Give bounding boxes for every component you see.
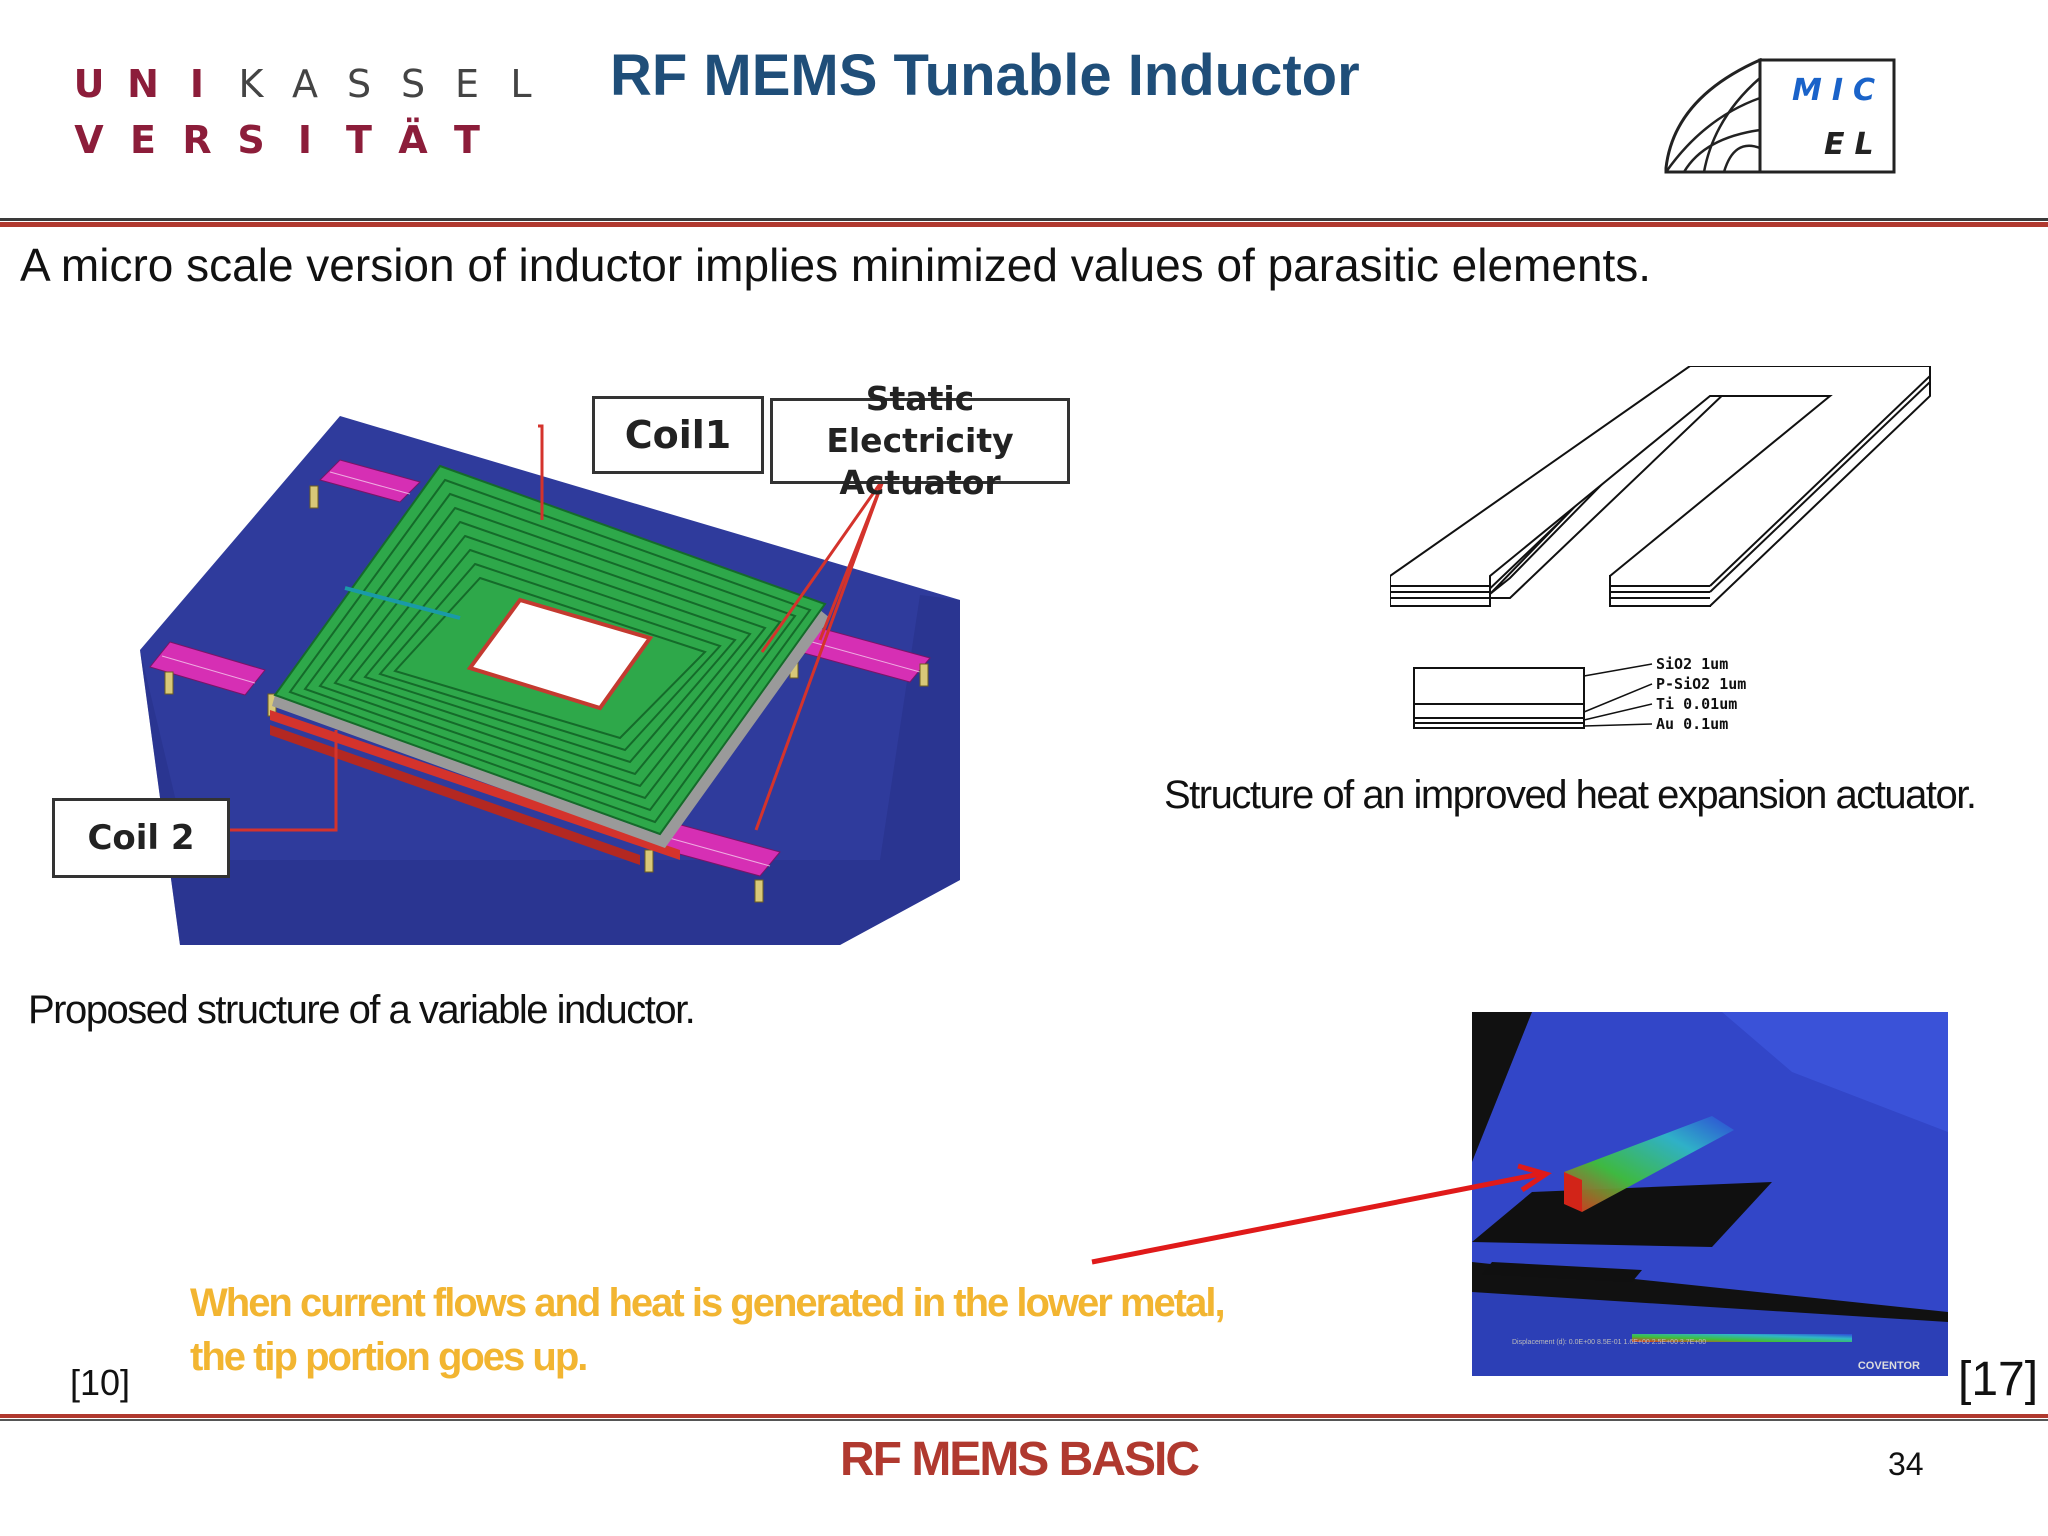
micel-logo: MIC EL: [1664, 58, 1896, 174]
figure-right-caption: Structure of an improved heat expansion …: [1164, 773, 1977, 817]
page-number: 34: [1888, 1446, 1924, 1482]
coil2-label: Coil 2: [87, 818, 195, 858]
reference-left: [10]: [70, 1362, 131, 1403]
header-divider: [0, 218, 2048, 221]
reference-right: [17]: [1958, 1353, 2039, 1406]
logo-letter: I: [297, 118, 313, 162]
logo-letter: T: [346, 118, 372, 162]
variable-inductor-illustration: [140, 416, 960, 945]
intro-text: A micro scale version of inductor implie…: [20, 239, 1652, 291]
layer-label: SiO2 1um: [1656, 655, 1728, 673]
logo-letter: Ä: [398, 118, 428, 162]
logo-letter: A: [292, 62, 318, 106]
logo-letter: I: [189, 62, 205, 106]
coil1-label: Coil1: [624, 413, 732, 457]
logo-letter: R: [182, 118, 212, 162]
footer-title: RF MEMS BASIC: [840, 1433, 1200, 1486]
thermal-simulation-image: Displacement (d): 0.0E+00 8.5E-01 1.6E+0…: [1472, 1012, 1948, 1376]
logo-letter: K: [238, 62, 264, 106]
logo-letter: E: [130, 118, 156, 162]
variable-inductor-figure: Coil1 Static Electricity Actuator Coil 2: [40, 379, 1070, 950]
actuator-label-line2: Actuator: [839, 463, 1001, 502]
micel-logo-line2: EL: [1824, 127, 1884, 162]
footer-divider-accent: [0, 1414, 2048, 1418]
simulation-scale-label: Displacement (d): 0.0E+00 8.5E-01 1.6E+0…: [1512, 1339, 1707, 1346]
footer-divider: [0, 1419, 2048, 1421]
highlight-note: When current flows and heat is generated…: [190, 1276, 1390, 1384]
logo-letter: S: [400, 62, 426, 106]
simulation-render: [1472, 1012, 1948, 1376]
logo-letter: U: [73, 62, 105, 106]
micel-logo-line1: MIC: [1792, 73, 1885, 108]
logo-letter: S: [237, 118, 265, 162]
logo-letter: T: [454, 118, 480, 162]
layer-label: Ti 0.01um: [1656, 695, 1737, 713]
slide-title: RF MEMS Tunable Inductor: [610, 43, 1360, 108]
logo-letter: E: [454, 62, 479, 106]
figure-left-caption: Proposed structure of a variable inducto…: [28, 988, 696, 1032]
layer-label: P-SiO2 1um: [1656, 675, 1746, 693]
coil2-callout: Coil 2: [52, 798, 230, 878]
actuator-callout: Static Electricity Actuator: [770, 379, 1070, 502]
logo-letter: N: [127, 62, 159, 106]
logo-letter: V: [74, 118, 104, 162]
logo-letter: S: [346, 62, 372, 106]
actuator-label-line1: Static Electricity: [826, 379, 1014, 460]
heat-actuator-figure: SiO2 1um P-SiO2 1um Ti 0.01um Au 0.1um: [1390, 366, 1931, 733]
highlight-line1: When current flows and heat is generated…: [190, 1281, 1226, 1325]
logo-letter: L: [510, 62, 532, 106]
pointer-arrow: [1091, 1163, 1552, 1265]
coil1-callout: Coil1: [592, 396, 764, 474]
header-divider-accent: [0, 222, 2048, 227]
layer-label: Au 0.1um: [1656, 715, 1728, 733]
coventor-watermark: COVENTOR: [1857, 1360, 1920, 1372]
highlight-line2: the tip portion goes up.: [190, 1335, 588, 1379]
